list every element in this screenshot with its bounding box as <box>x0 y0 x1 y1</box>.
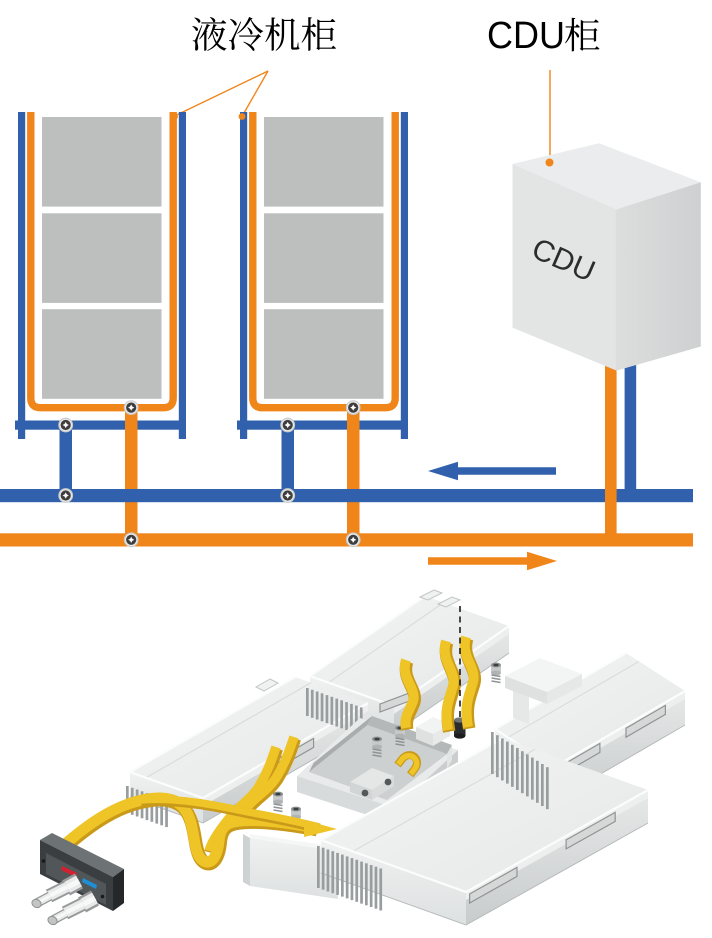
svg-text:CDU: CDU <box>487 15 565 57</box>
